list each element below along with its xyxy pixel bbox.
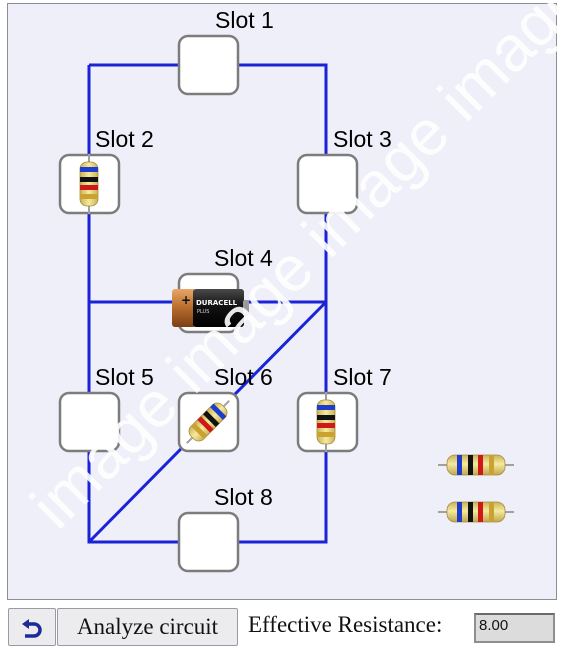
effective-resistance-label: Effective Resistance: — [248, 612, 443, 637]
circuit-canvas: Slot 1 Slot 2 Slot 3 Slot 4 Slot 5 Slot … — [58, 7, 515, 573]
slot-4-label: Slot 4 — [214, 245, 273, 271]
spare-resistor-2[interactable] — [437, 501, 515, 523]
slot-4-battery[interactable]: + DURACELL PLUS — [172, 289, 249, 327]
analyze-circuit-button[interactable]: Analyze circuit — [57, 608, 238, 646]
slot-2-resistor[interactable] — [79, 153, 99, 215]
undo-button[interactable] — [8, 608, 56, 646]
slot-3[interactable] — [296, 153, 359, 215]
svg-text:DURACELL: DURACELL — [196, 299, 238, 307]
slot-7-resistor[interactable] — [316, 391, 336, 453]
toolbar: Analyze circuit Effective Resistance: 8.… — [0, 604, 565, 650]
slot-6-label: Slot 6 — [214, 364, 273, 390]
slot-2-label: Slot 2 — [95, 126, 154, 152]
slot-1[interactable] — [177, 34, 240, 96]
spare-resistor-1[interactable] — [437, 454, 515, 476]
slot-7-label: Slot 7 — [333, 364, 392, 390]
svg-text:PLUS: PLUS — [197, 309, 209, 315]
undo-arrow-icon — [22, 619, 42, 638]
effective-resistance-field[interactable]: 8.00 — [474, 613, 555, 643]
slot-8-label: Slot 8 — [214, 484, 273, 510]
slot-3-label: Slot 3 — [333, 126, 392, 152]
slot-8[interactable] — [177, 511, 240, 573]
slot-5-label: Slot 5 — [95, 364, 154, 390]
svg-text:+: + — [181, 293, 191, 307]
slot-5[interactable] — [58, 391, 121, 453]
slot-1-label: Slot 1 — [215, 7, 274, 33]
